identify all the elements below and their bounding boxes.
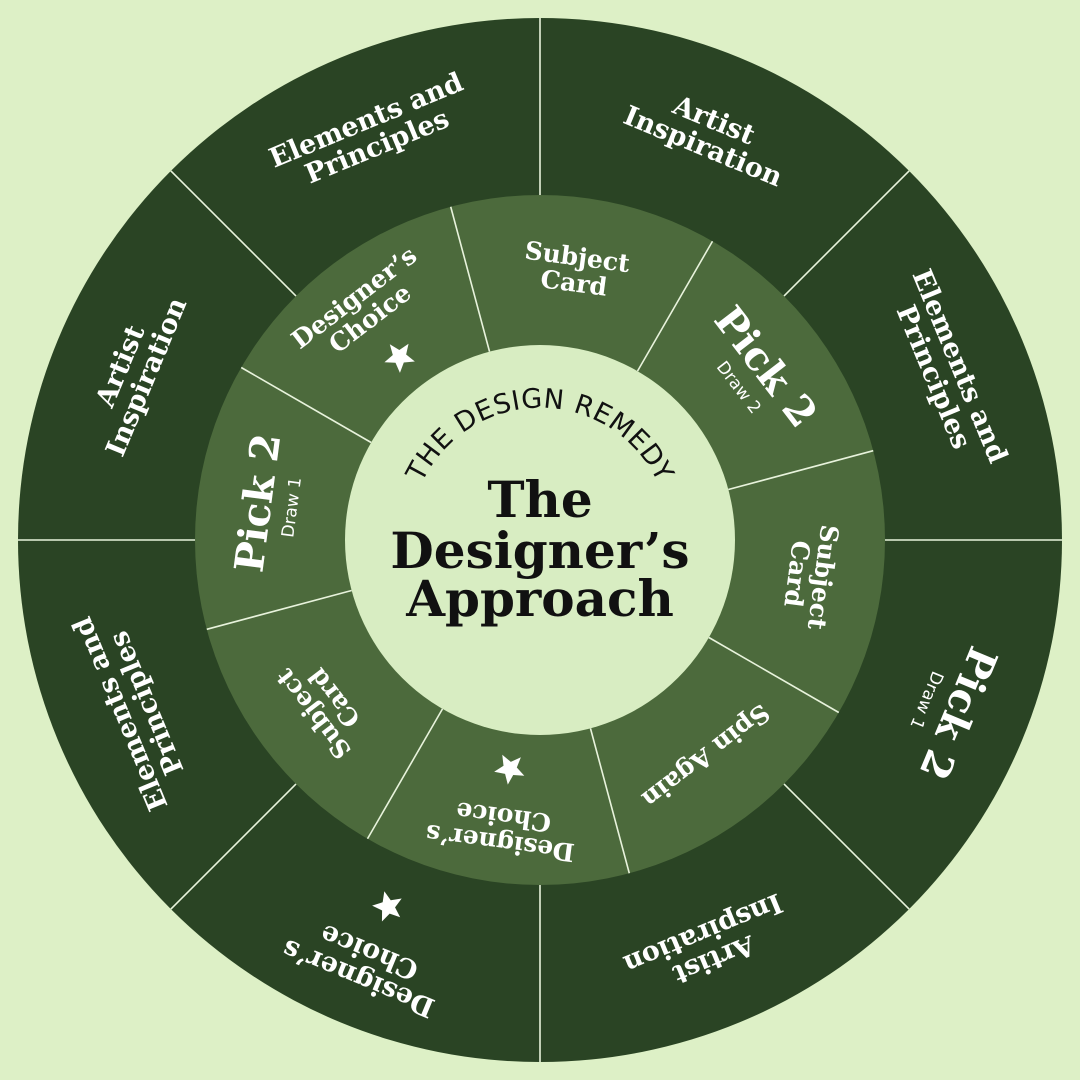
center-title-line-1: The [487, 470, 592, 529]
inner-divider [206, 589, 352, 631]
inner-divider [366, 708, 444, 840]
star-icon [372, 891, 402, 922]
star-icon [494, 754, 525, 785]
inner-divider [589, 728, 631, 874]
inner-divider [728, 449, 874, 491]
inner-divider [240, 366, 372, 444]
outer-divider [783, 170, 910, 297]
center-title-line-3: Approach [405, 569, 674, 628]
outer-divider [783, 783, 910, 910]
inner-divider [708, 636, 840, 714]
center-hub[interactable] [345, 345, 735, 735]
inner-divider [449, 206, 491, 352]
outer-divider [170, 170, 297, 297]
inner-divider [636, 240, 714, 372]
outer-divider [170, 783, 297, 910]
star-icon [384, 343, 415, 373]
center-title-line-2: Designer’s [390, 521, 689, 580]
